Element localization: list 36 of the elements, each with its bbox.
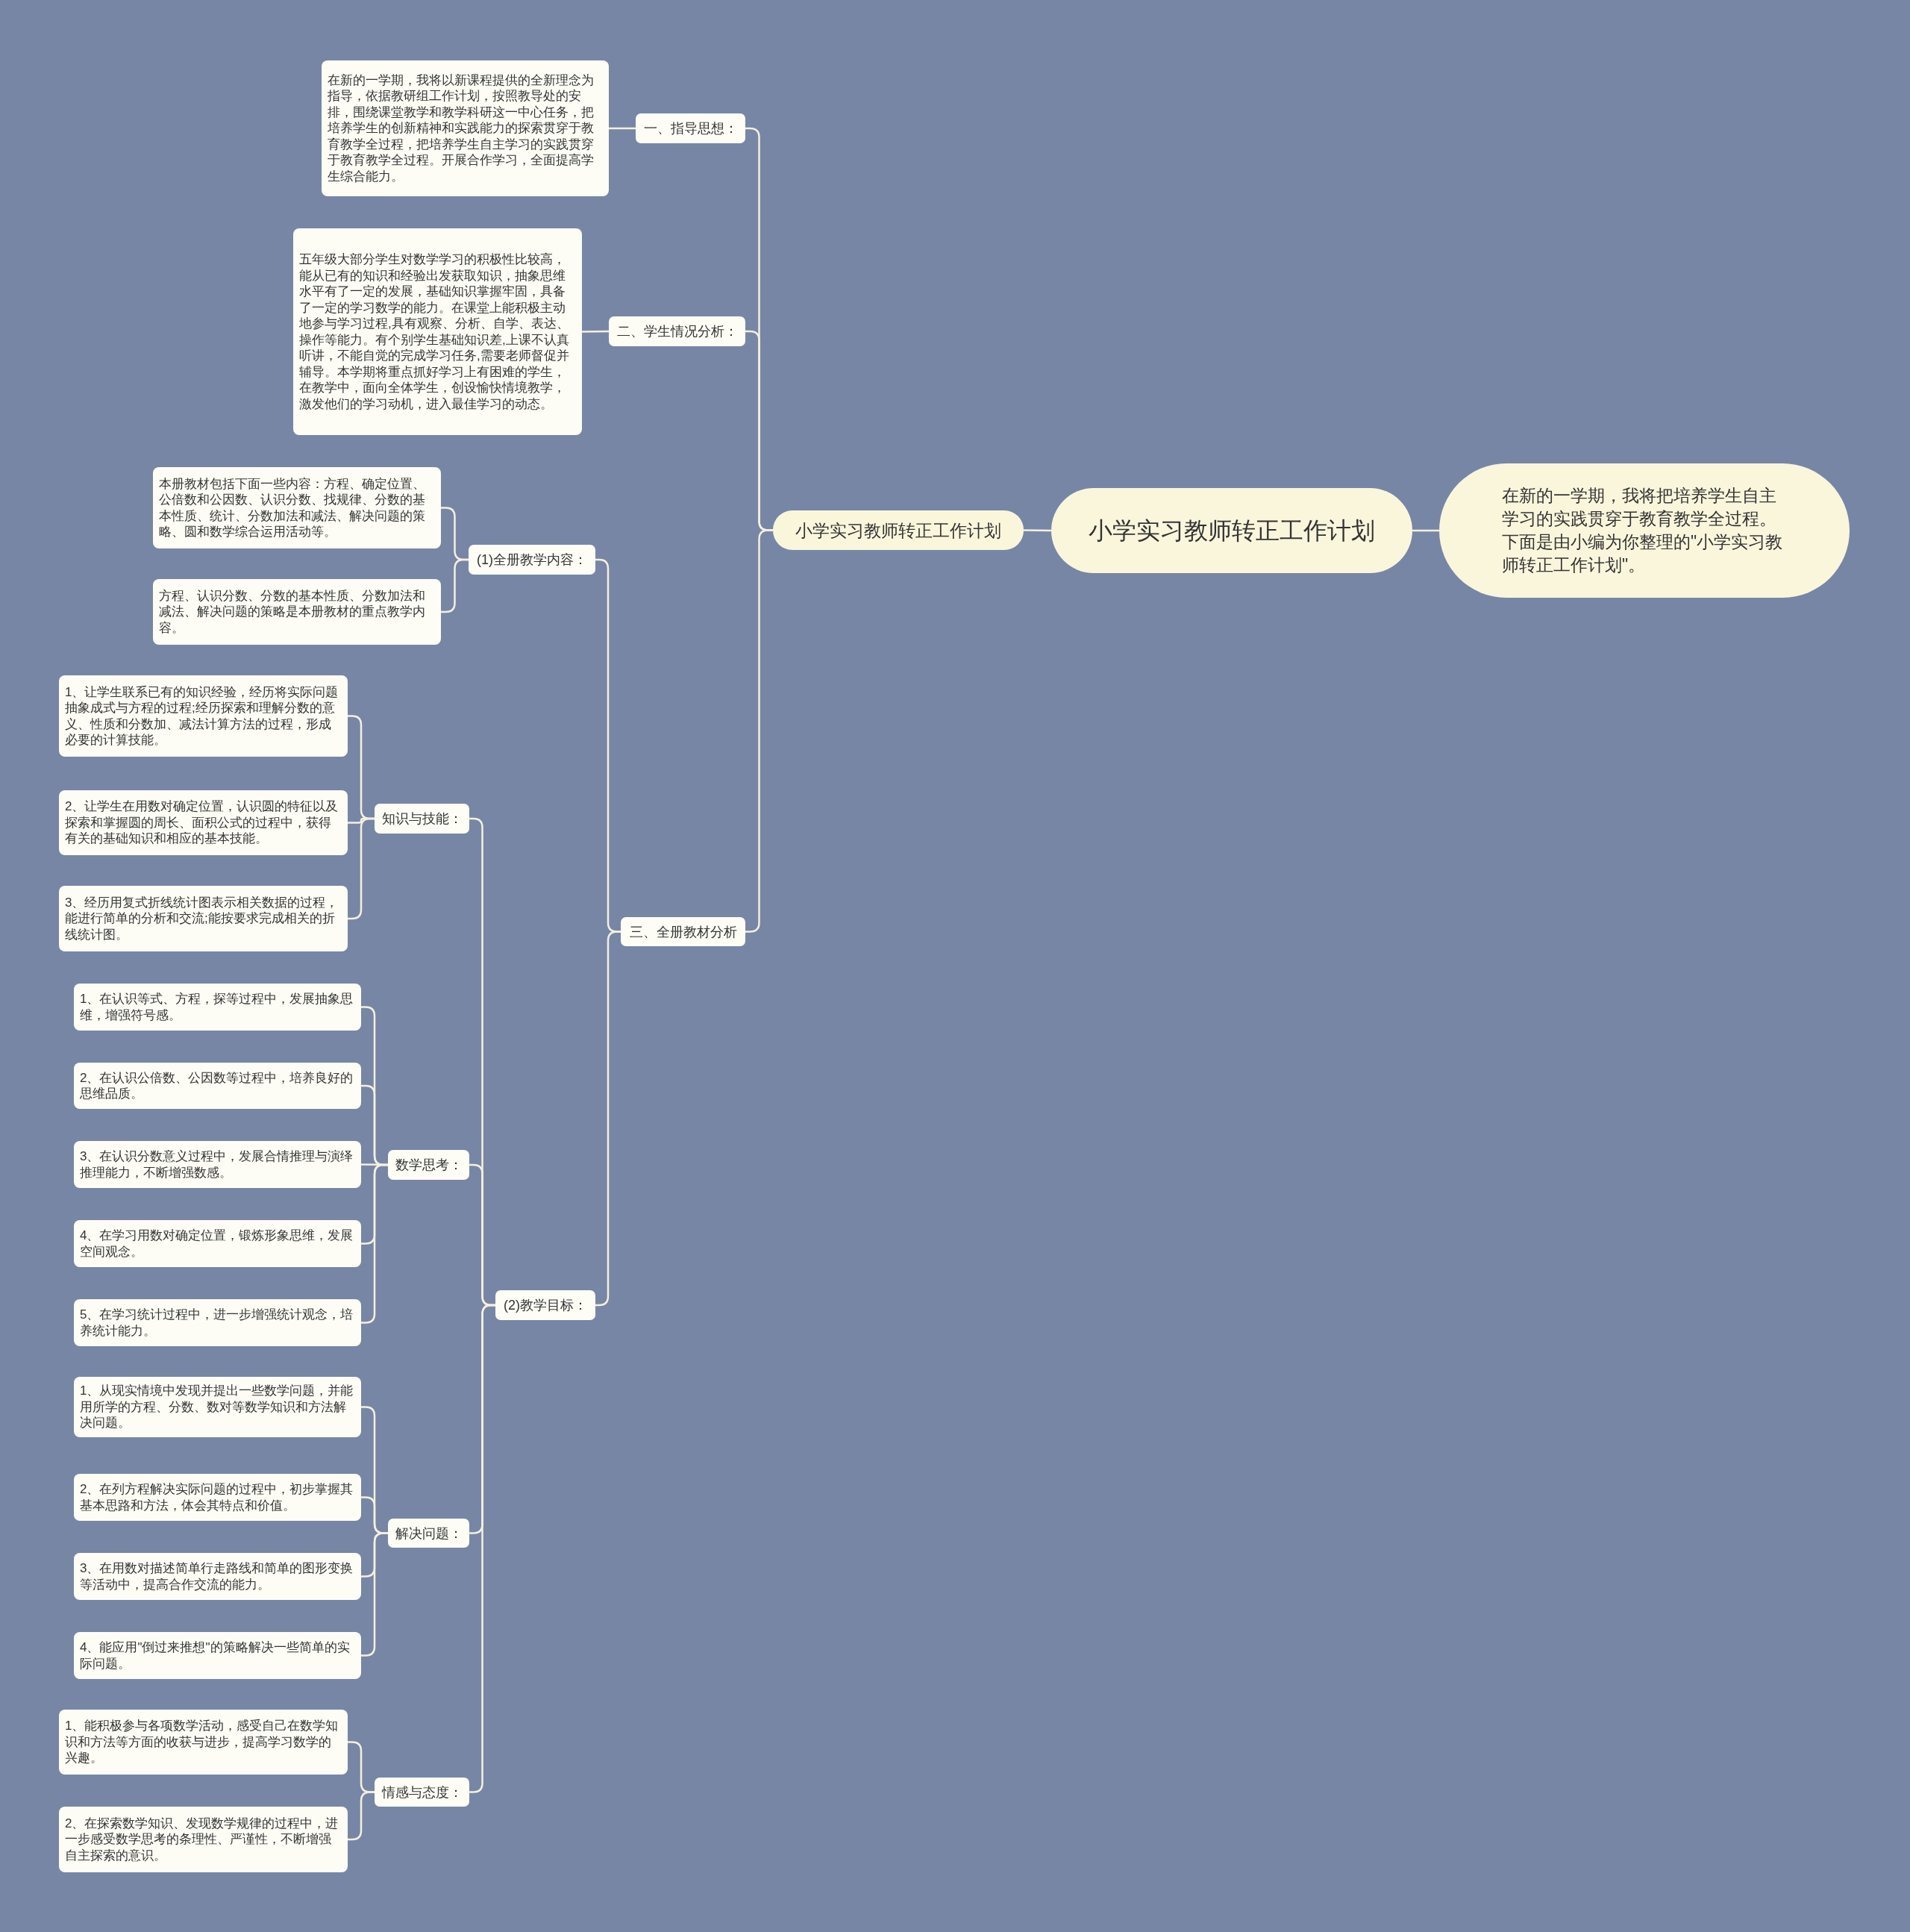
text-box: 5、在学习统计过程中，进一步增强统计观念，培养统计能力。 [74, 1299, 361, 1346]
label-box: 情感与态度： [375, 1778, 469, 1807]
connector-line [441, 558, 469, 613]
text-box: 3、在用数对描述简单行走路线和简单的图形变换等活动中，提高合作交流的能力。 [74, 1553, 361, 1600]
text-box: 1、能积极参与各项数学活动，感受自己在数学知识和方法等方面的收获与进步，提高学习数学的兴趣。 [59, 1710, 348, 1775]
text-box: 4、在学习用数对确定位置，锻炼形象思维，发展空间观念。 [74, 1220, 361, 1267]
label-box: 二、学生情况分析： [609, 316, 745, 346]
label-box: (1)全册教学内容： [469, 545, 595, 575]
text-box: 本册教材包括下面一些内容：方程、确定位置、公倍数和公因数、认识分数、找规律、分数的基本性质、统计、分数加法和减法、解决问题的策略、圆和数学综合运用活动等。 [153, 467, 441, 548]
text-box: 在新的一学期，我将以新课程提供的全新理念为指导，依据教研组工作计划，按照教导处的安排，围绕课堂教学和教学科研这一中心任务，把培养学生的创新精神和实践能力的探索贯穿于教育教学全过程，把培养学生自主学习的实践贯穿于教育教学全过程。开展合作学习，全面提高学生综合能力。 [322, 60, 609, 196]
label-box: 一、指导思想： [636, 113, 745, 143]
description-box: 在新的一学期，我将把培养学生自主学习的实践贯穿于教育教学全过程。下面是由小编为你整理的"小学实习教师转正工作计划"。 [1439, 463, 1850, 598]
text-box: 2、让学生在用数对确定位置，认识圆的特征以及探索和掌握圆的周长、面积公式的过程中，获得有关的基础知识和相应的基本技能。 [59, 790, 348, 855]
connector-line [348, 1791, 375, 1841]
label-box: 解决问题： [388, 1519, 469, 1548]
label-box: (2)教学目标： [495, 1290, 595, 1320]
connector-line [582, 330, 609, 333]
text-box: 1、让学生联系已有的知识经验，经历将实际问题抽象成式与方程的过程;经历探索和理解分数的意义、性质和分数加、减法计算方法的过程，形成必要的计算技能。 [59, 675, 348, 757]
label-box: 数学思考： [388, 1150, 469, 1180]
branch-box: 小学实习教师转正工作计划 [773, 510, 1024, 550]
text-box: 方程、认识分数、分数的基本性质、分数加法和减法、解决问题的策略是本册教材的重点教学内容。 [153, 579, 441, 645]
topic-box: 小学实习教师转正工作计划 [1051, 488, 1412, 573]
text-box: 3、在认识分数意义过程中，发展合情推理与演绎推理能力，不断增强数感。 [74, 1141, 361, 1188]
label-box: 三、全册教材分析 [621, 917, 745, 946]
text-box: 1、从现实情境中发现并提出一些数学问题，并能用所学的方程、分数、数对等数学知识和方法解决问题。 [74, 1377, 361, 1437]
text-box: 2、在认识公倍数、公因数等过程中，培养良好的思维品质。 [74, 1063, 361, 1109]
text-box: 3、经历用复式折线统计图表示相关数据的过程，能进行简单的分析和交流;能按要求完成相关的折线统计图。 [59, 886, 348, 951]
text-box: 1、在认识等式、方程，探等过程中，发展抽象思维，增强符号感。 [74, 984, 361, 1031]
connector-line [609, 127, 636, 130]
text-box: 五年级大部分学生对数学学习的积极性比较高，能从已有的知识和经验出发获取知识，抽象思维水平有了一定的发展，基础知识掌握牢固，具备了一定的学习数学的能力。在课堂上能积极主动地参与学习过程,具有观察、分析、自学、表达、操作等能力。有个别学生基础知识差,上课不认真听讲，不能自觉的完成学习任务,需要老师督促并辅导。本学期将重点抓好学习上有困难的学生，在教学中，面向全体学生，创设愉快情境教学，激发他们的学习动机，进入最佳学习的动态。 [293, 228, 582, 435]
connector-line [1412, 529, 1439, 532]
text-box: 4、能应用"倒过来推想"的策略解决一些简单的实际问题。 [74, 1632, 361, 1679]
text-box: 2、在列方程解决实际问题的过程中，初步掌握其基本思路和方法，体会其特点和价值。 [74, 1474, 361, 1521]
text-box: 2、在探索数学知识、发现数学规律的过程中，进一步感受数学思考的条理性、严谨性，不断增强自主探索的意识。 [59, 1807, 348, 1872]
connector-line [1024, 529, 1051, 532]
label-box: 知识与技能： [375, 804, 469, 834]
